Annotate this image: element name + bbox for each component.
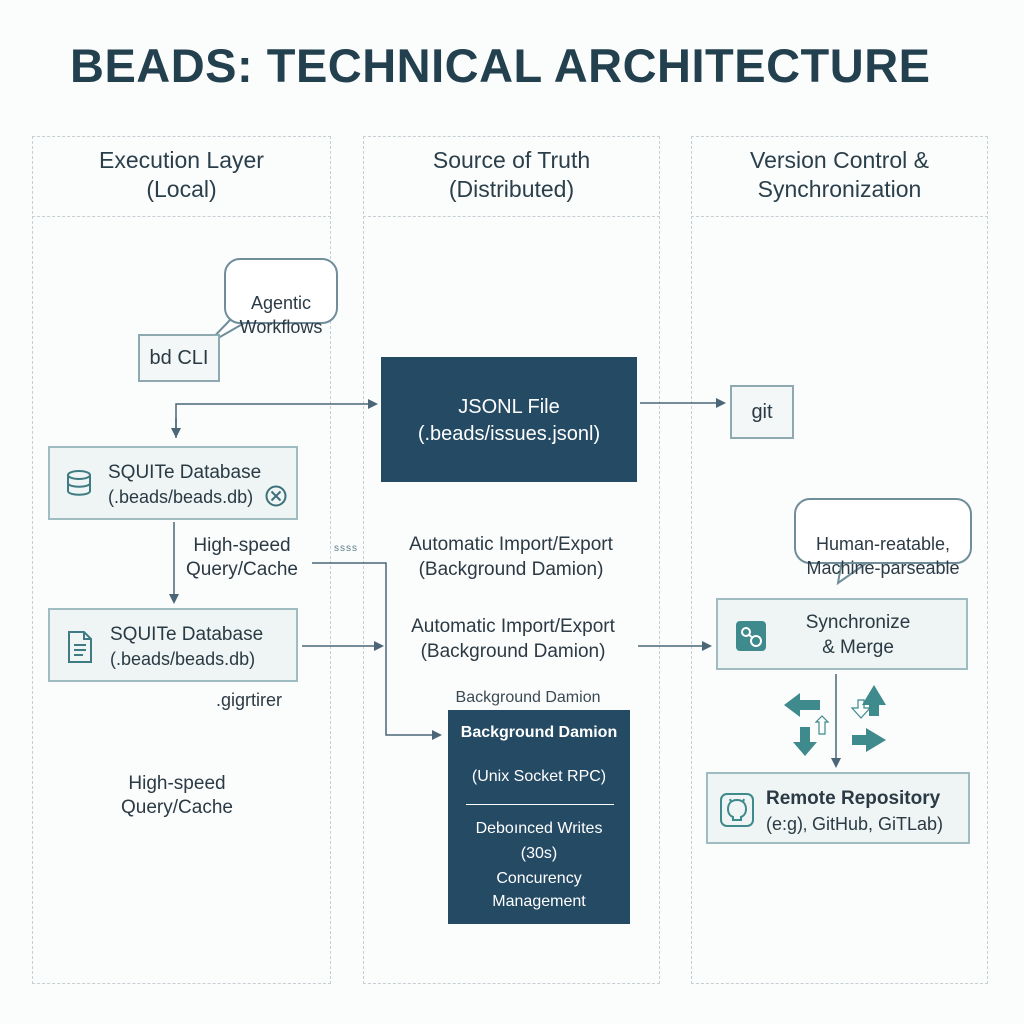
document-icon <box>68 631 92 663</box>
sqlite-db-box-1: SQUITe Database (.beads/beads.db) <box>48 446 298 520</box>
sync-arrows-decoration <box>784 685 886 756</box>
column-vcs-title: Version Control & Synchronization <box>750 147 929 202</box>
column-source-title: Source of Truth (Distributed) <box>432 147 591 202</box>
remote-repository-title: Remote Repository <box>766 788 941 809</box>
sqlite-db-1-path: (.beads/beads.db) <box>108 487 254 507</box>
daemon-rpc: (Unix Socket RPC) <box>471 768 607 785</box>
column-vcs <box>691 136 988 984</box>
sync-icon <box>736 621 766 651</box>
close-circle-icon <box>265 485 287 507</box>
column-vcs-divider <box>691 216 988 217</box>
sqlite-db-1-title: SQUITe Database <box>108 462 262 483</box>
agentic-workflows-bubble: Agentic Workflows <box>224 258 338 337</box>
column-execution-title: Execution Layer (Local) <box>99 147 264 202</box>
daemon-title: Background Damion <box>460 724 618 741</box>
column-execution <box>32 136 331 984</box>
import-export-label-2: Automatic Import/Export (Background Dami… <box>411 616 615 662</box>
github-icon <box>720 793 754 827</box>
import-export-label-1: Automatic Import/Export (Background Dami… <box>409 534 613 580</box>
jsonl-file-box: JSONL File (.beads/issues.jsonl) <box>381 357 637 482</box>
agentic-workflows-label: Agentic Workflows <box>239 293 323 337</box>
human-readable-bubble: Human-reatable, Machine-parseable <box>794 498 972 578</box>
bd-cli-label: bd CLI <box>149 347 209 369</box>
sqlite-db-box-2: SQUITe Database (.beads/beads.db) <box>48 608 298 682</box>
background-daemon-box: Background Damion (Unix Socket RPC) Debo… <box>448 710 630 924</box>
daemon-divider <box>466 804 614 805</box>
git-box: git <box>730 385 794 439</box>
stray-label: .gigrtirer <box>216 690 283 710</box>
remote-repository-box: Remote Repository (e:g)‚ GitHub, GiTLab) <box>706 772 970 844</box>
tiny-label: ssss <box>334 543 358 554</box>
git-label: git <box>751 401 773 423</box>
page-title: BEADS: TECHNICAL ARCHITECTURE <box>70 39 931 92</box>
sqlite-db-2-title: SQUITe Database <box>110 624 264 645</box>
bubble-tail-human <box>836 559 869 586</box>
db-arrow-label: High-speed Query/Cache <box>186 535 298 580</box>
database-icon <box>67 470 91 496</box>
sqlite-db-2-path: (.beads/beads.db) <box>110 649 256 669</box>
daemon-caption: Background Damion <box>455 689 601 706</box>
column-source-divider <box>363 216 660 217</box>
synchronize-merge-label: Synchronize & Merge <box>805 612 911 658</box>
column-execution-divider <box>32 216 331 217</box>
remote-repository-sub: (e:g)‚ GitHub, GiTLab) <box>766 814 944 834</box>
daemon-concurrency: Concurency Management <box>492 870 586 910</box>
synchronize-merge-box: Synchronize & Merge <box>716 598 968 670</box>
bottom-query-label: High-speed Query/Cache <box>121 773 233 818</box>
bd-cli-box: bd CLI <box>138 334 220 382</box>
human-readable-label: Human-reatable, Machine-parseable <box>806 534 960 578</box>
arrow-query-to-daemon <box>312 562 442 740</box>
column-source <box>363 136 660 984</box>
arrow-cli-to-jsonl <box>175 399 378 438</box>
daemon-writes: Deboınced Writes (30s) <box>475 820 603 862</box>
jsonl-file-label: JSONL File (.beads/issues.jsonl) <box>417 396 601 445</box>
